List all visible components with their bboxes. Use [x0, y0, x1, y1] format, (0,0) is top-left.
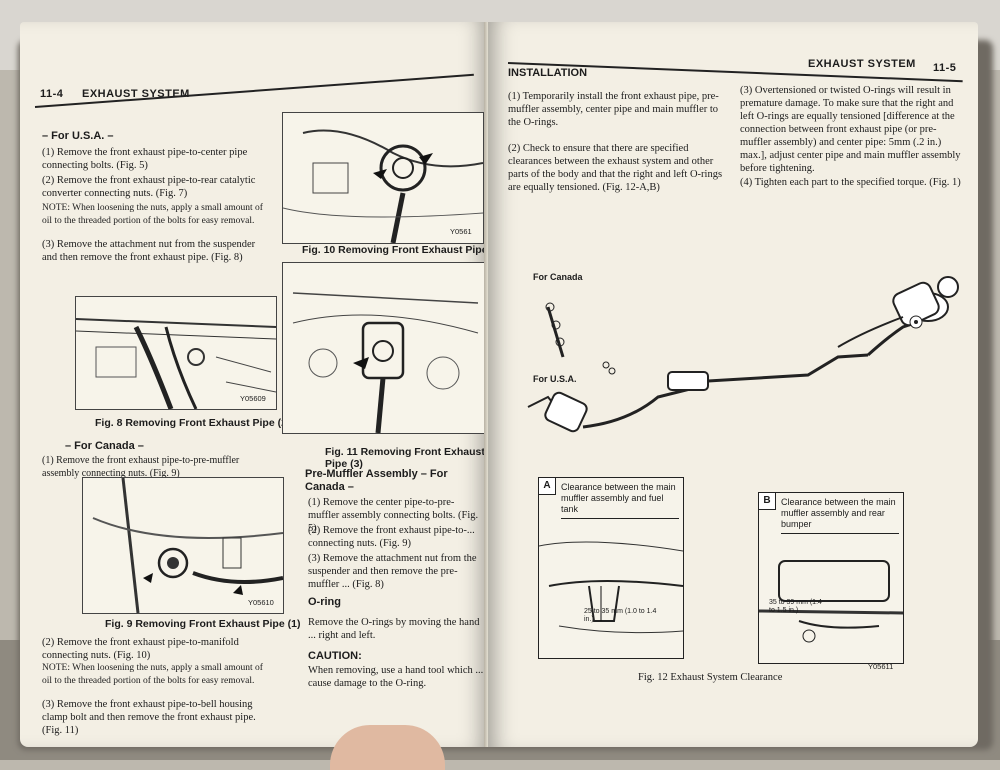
- thumb: [330, 725, 445, 770]
- fig-8-illustration: [75, 296, 277, 410]
- installation-heading: INSTALLATION: [508, 67, 588, 79]
- fig-10-caption: Fig. 10 Removing Front Exhaust Pipe: [302, 244, 488, 256]
- premuffler-step-3: (3) Remove the attachment nut from the s…: [308, 553, 477, 590]
- oring-text: Remove the O-rings by moving the hand ..…: [308, 617, 480, 641]
- right-page: EXHAUST SYSTEM 11-5 INSTALLATION (1) Tem…: [488, 22, 978, 747]
- canada-step-1: (1) Remove the front exhaust pipe-to-pre…: [42, 455, 240, 479]
- premuffler-step-1: (1) Remove the center pipe-to-pre-muffle…: [308, 497, 479, 534]
- install-step-1: (1) Temporarily install the front exhaus…: [508, 91, 719, 128]
- fig-9-illustration: [82, 477, 284, 614]
- clearance-box-b: B Clearance between the main muffler ass…: [758, 492, 904, 664]
- fig-8-caption: Fig. 8 Removing Front Exhaust Pipe (2): [95, 417, 291, 429]
- box-a-tag: A: [538, 477, 556, 495]
- usa-heading: – For U.S.A. –: [42, 130, 114, 142]
- fig-9-code: Y05610: [248, 598, 274, 607]
- step-3: (3) Remove the attachment nut from the s…: [42, 239, 256, 263]
- step-2: (2) Remove the front exhaust pipe-to-rea…: [42, 175, 256, 199]
- fig-11-illustration: [282, 262, 488, 434]
- right-page-number: 11-5: [933, 62, 957, 74]
- install-step-3: (3) Overtensioned or twisted O-rings wil…: [740, 85, 961, 174]
- fig-12-code: Y05611: [868, 662, 894, 671]
- note-1: NOTE: When loosening the nuts, apply a s…: [42, 203, 263, 226]
- oring-heading: O-ring: [308, 596, 341, 608]
- premuffler-step-2: (2) Remove the front exhaust pipe-to-...…: [308, 525, 475, 549]
- label-for-canada: For Canada: [533, 272, 583, 282]
- install-step-2: (2) Check to ensure that there are speci…: [508, 143, 723, 193]
- premuffler-heading: Pre-Muffler Assembly – For Canada –: [305, 468, 448, 493]
- left-page-number: 11-4: [40, 88, 64, 100]
- step-1: (1) Remove the front exhaust pipe-to-cen…: [42, 147, 248, 171]
- fig-12-caption: Fig. 12 Exhaust System Clearance: [638, 672, 783, 683]
- fig-8-code: Y05609: [240, 394, 266, 403]
- caution-title: CAUTION:: [308, 650, 362, 662]
- fig-10-code: Y0561: [450, 227, 472, 236]
- canada-heading: – For Canada –: [65, 440, 144, 452]
- note-2: NOTE: When loosening the nuts, apply a s…: [42, 663, 263, 686]
- fig-9-caption: Fig. 9 Removing Front Exhaust Pipe (1): [105, 618, 301, 630]
- label-for-usa: For U.S.A.: [533, 374, 577, 384]
- left-page: 11-4 EXHAUST SYSTEM – For U.S.A. – (1) R…: [20, 22, 488, 747]
- exhaust-system-diagram: [527, 276, 959, 433]
- box-a-dimension: 25 to 35 mm (1.0 to 1.4 in.): [584, 608, 657, 623]
- box-b-text: Clearance between the main muffler assem…: [781, 497, 899, 534]
- fig-10-illustration: [282, 112, 484, 244]
- right-header-title: EXHAUST SYSTEM: [808, 58, 916, 70]
- fig-11-caption: Fig. 11 Removing Front Exhaust Pipe (3): [325, 446, 485, 470]
- clearance-box-a: A Clearance between the main muffler ass…: [538, 477, 684, 659]
- canada-step-3: (3) Remove the front exhaust pipe-to-bel…: [42, 699, 256, 736]
- caution-text: When removing, use a hand tool which ...…: [308, 665, 484, 689]
- box-a-text: Clearance between the main muffler assem…: [561, 482, 679, 519]
- box-b-tag: B: [758, 492, 776, 510]
- install-step-4: (4) Tighten each part to the specified t…: [740, 177, 961, 188]
- box-b-dimension: 35 to 39 mm (1.4 to 1.5 in.): [769, 599, 822, 614]
- canada-step-2: (2) Remove the front exhaust pipe-to-man…: [42, 637, 239, 661]
